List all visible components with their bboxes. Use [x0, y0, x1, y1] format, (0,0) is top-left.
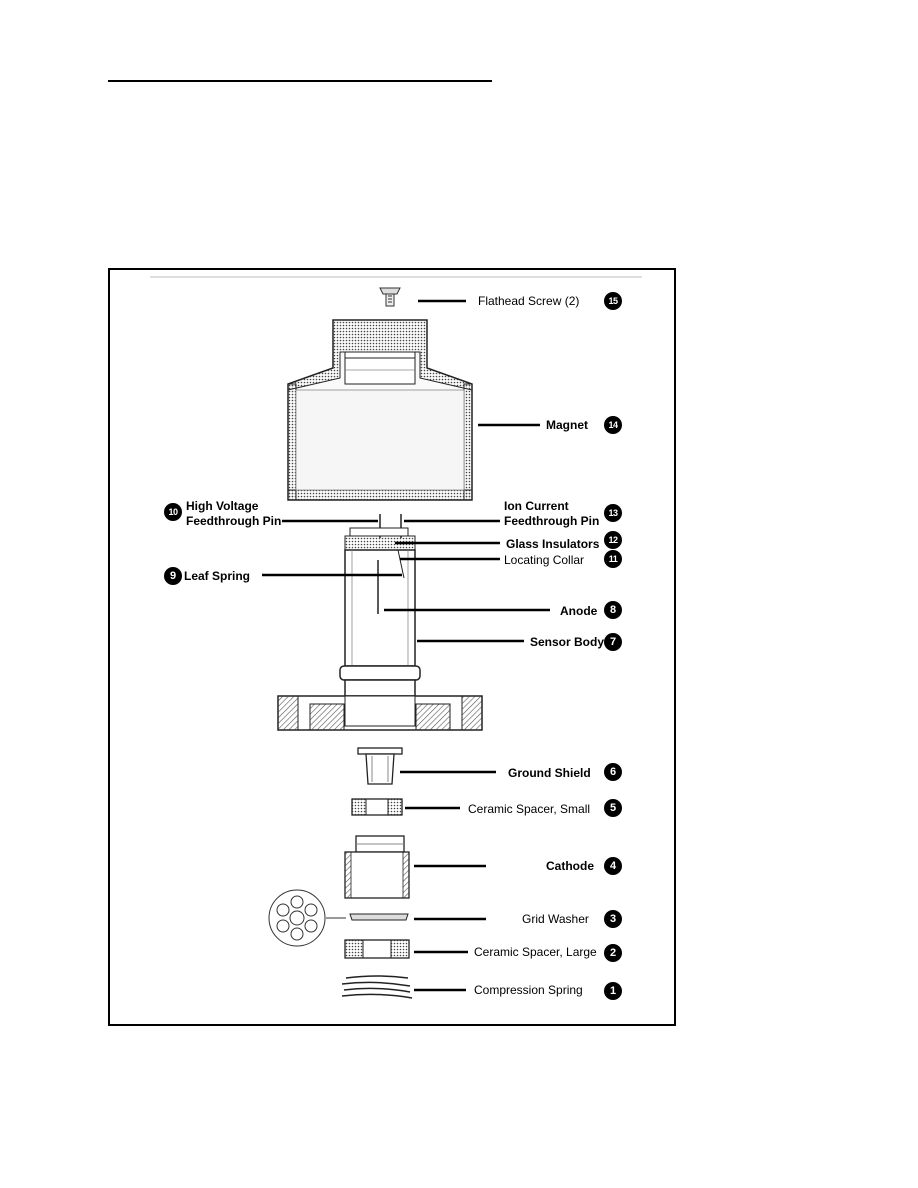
callout-12: 12 [604, 531, 622, 549]
callout-3: 3 [604, 910, 622, 928]
cathode-drawing [344, 835, 410, 899]
label-glass-insulators: Glass Insulators [506, 537, 600, 551]
label-magnet: Magnet [546, 418, 588, 432]
callout-7: 7 [604, 633, 622, 651]
callout-11: 11 [604, 550, 622, 568]
grid-washer-drawing [268, 889, 409, 947]
callout-5: 5 [604, 799, 622, 817]
diagram-frame [108, 268, 676, 1026]
ground-shield-drawing [357, 747, 403, 785]
leader-lines [262, 299, 550, 992]
label-ion-current-line2: Feedthrough Pin [504, 514, 600, 528]
label-anode: Anode [560, 604, 598, 618]
ceramic-spacer-large-drawing [344, 939, 410, 959]
label-ground-shield: Ground Shield [508, 766, 591, 780]
callout-2: 2 [604, 944, 622, 962]
label-ion-current-line1: Ion Current [504, 499, 569, 513]
label-high-voltage-line1: High Voltage [186, 499, 259, 513]
callout-15: 15 [604, 292, 622, 310]
callout-13: 13 [604, 504, 622, 522]
flathead-screw-drawing [379, 287, 401, 307]
label-compression-spring: Compression Spring [474, 983, 583, 997]
header-rule [108, 80, 492, 82]
label-grid-washer: Grid Washer [522, 912, 589, 926]
label-locating-collar: Locating Collar [504, 553, 585, 567]
label-ceramic-spacer-small: Ceramic Spacer, Small [468, 802, 591, 816]
sensor-body-drawing [277, 514, 483, 731]
callout-10: 10 [164, 503, 182, 521]
label-sensor-body: Sensor Body [530, 635, 605, 649]
label-ceramic-spacer-large: Ceramic Spacer, Large [474, 945, 597, 959]
compression-spring-drawing [341, 975, 413, 999]
callout-1: 1 [604, 982, 622, 1000]
callout-8: 8 [604, 601, 622, 619]
callout-9: 9 [164, 567, 182, 585]
label-leaf-spring: Leaf Spring [184, 569, 251, 583]
magnet-drawing [287, 319, 473, 501]
callout-4: 4 [604, 857, 622, 875]
callout-14: 14 [604, 416, 622, 434]
callout-6: 6 [604, 763, 622, 781]
ceramic-spacer-small-drawing [351, 798, 403, 816]
label-cathode: Cathode [546, 859, 594, 873]
label-high-voltage-line2: Feedthrough Pin [186, 514, 282, 528]
label-flathead-screw: Flathead Screw (2) [478, 294, 580, 308]
